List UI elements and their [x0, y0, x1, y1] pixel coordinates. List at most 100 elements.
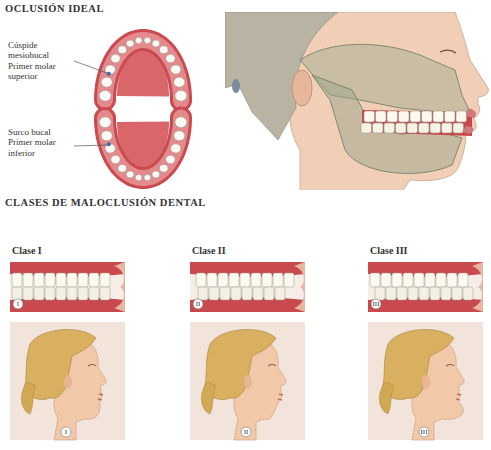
tooth: [442, 123, 453, 133]
tooth: [118, 164, 127, 172]
gum-light: [105, 117, 181, 178]
callout-circle: [241, 427, 251, 437]
callout-circle: [61, 427, 71, 437]
teeth-panel: [10, 262, 125, 312]
tooth: [171, 65, 181, 74]
tooth: [373, 123, 384, 133]
tooth: [430, 287, 440, 300]
panel-ground: [10, 322, 125, 440]
tooth: [425, 273, 435, 287]
lips: [114, 262, 125, 312]
tooth: [100, 287, 110, 300]
tooth: [175, 90, 187, 101]
panel-ground: [190, 322, 305, 440]
tooth: [436, 273, 446, 287]
tooth: [196, 273, 206, 287]
gum: [105, 40, 181, 101]
face-panel: [368, 322, 483, 440]
tooth: [89, 287, 99, 300]
tooth: [198, 287, 208, 300]
tooth: [229, 273, 239, 287]
title: OCLUSIÓN IDEAL: [5, 3, 104, 14]
tooth: [34, 287, 44, 300]
eye: [268, 365, 276, 367]
tooth: [407, 123, 418, 133]
tooth: [135, 37, 142, 43]
callout-number: II: [244, 428, 249, 436]
tooth: [361, 123, 372, 133]
tooth: [159, 164, 168, 172]
callout-circle: [193, 299, 203, 309]
tooth: [253, 287, 263, 300]
lips: [98, 394, 103, 400]
ear: [422, 375, 430, 389]
eye: [440, 50, 456, 53]
tooth: [78, 287, 88, 300]
callout-circle: [371, 299, 381, 309]
tooth: [251, 273, 261, 287]
tooth: [144, 175, 151, 181]
tooth: [452, 287, 462, 300]
tooth: [422, 111, 433, 122]
gum: [105, 117, 181, 178]
tooth: [463, 287, 473, 300]
tooth: [375, 287, 385, 300]
lower-arch: [99, 117, 187, 181]
tooth: [387, 111, 398, 122]
callout-number: I: [65, 428, 67, 436]
tooth: [99, 90, 111, 101]
tooth: [284, 273, 294, 287]
tooth: [262, 273, 272, 287]
mandible: [312, 75, 462, 173]
tooth: [166, 54, 175, 62]
tooth: [12, 287, 22, 300]
panel-ground: [368, 322, 483, 440]
ponytail: [21, 382, 36, 414]
callout-circle: [419, 427, 429, 437]
lips: [278, 394, 283, 400]
tooth: [364, 111, 375, 122]
tooth: [399, 111, 410, 122]
tooth: [207, 273, 217, 287]
tooth: [264, 287, 274, 300]
lips: [456, 394, 461, 400]
tooth: [419, 123, 430, 133]
callout-number: III: [421, 428, 428, 436]
eye: [88, 365, 96, 367]
tooth: [99, 117, 111, 128]
tooth: [240, 273, 250, 287]
class-heading: Clase I: [12, 245, 42, 257]
tooth: [273, 273, 283, 287]
tooth: [175, 117, 187, 128]
ear: [292, 70, 312, 106]
tooth: [56, 287, 66, 300]
ear: [64, 375, 72, 389]
face-panel: [10, 322, 125, 440]
callout-number: II: [196, 300, 201, 308]
tooth: [67, 287, 77, 300]
tooth: [100, 273, 110, 287]
tooth: [392, 273, 402, 287]
tooth: [433, 111, 444, 122]
panel-ground: [368, 262, 483, 312]
tooth: [174, 77, 185, 87]
callout-circle: [13, 299, 23, 309]
callout-number: I: [17, 300, 19, 308]
tooth: [101, 77, 112, 87]
tooth: [397, 287, 407, 300]
part-label: Surco bucal Primer molar inferior: [8, 127, 72, 158]
tooth: [118, 46, 127, 54]
gum-light: [105, 40, 181, 101]
tooth: [56, 273, 66, 287]
tooth: [45, 287, 55, 300]
tooth: [408, 287, 418, 300]
panel-ground: [10, 262, 125, 312]
tooth: [445, 111, 456, 122]
tooth: [231, 287, 241, 300]
tooth: [152, 40, 160, 47]
lip: [462, 126, 473, 134]
tooth: [209, 287, 219, 300]
callout-number: III: [373, 300, 380, 308]
tooth: [78, 273, 88, 287]
tooth: [135, 175, 142, 181]
